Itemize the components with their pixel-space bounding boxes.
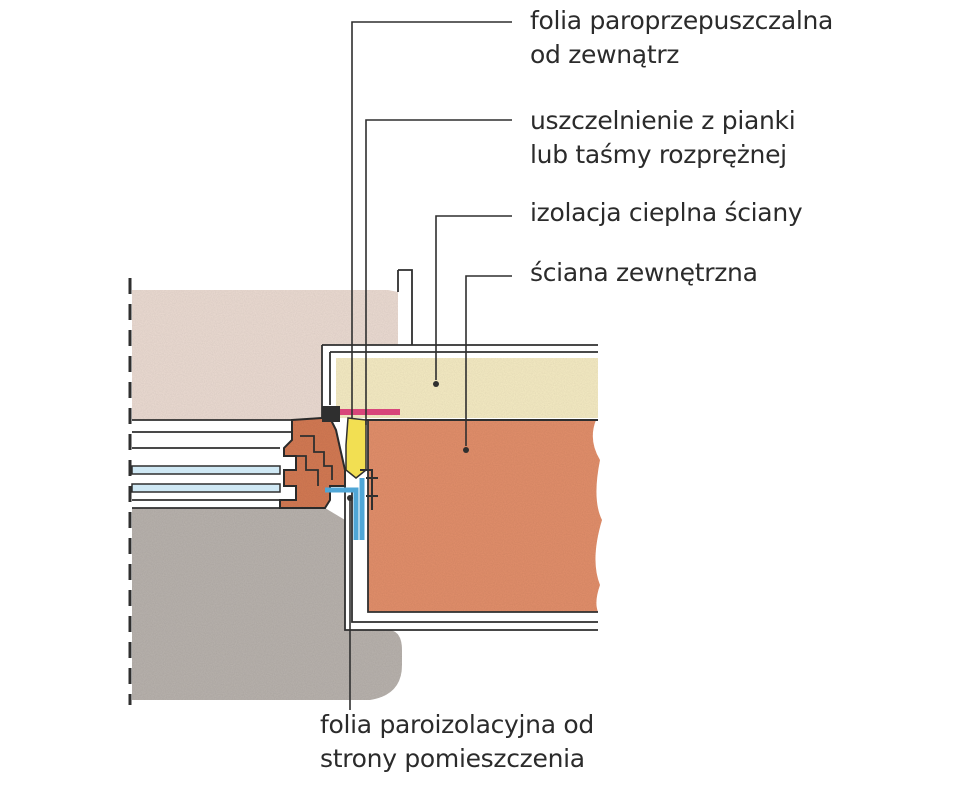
leader-permeable-foil (351, 21, 512, 418)
window-sash-lines (132, 419, 325, 509)
leader-insulation (435, 215, 512, 380)
fixing-anchor (360, 469, 378, 510)
window-frame-profile (279, 417, 346, 509)
label-line: lub taśmy rozprężnej (530, 140, 787, 169)
vapour-barrier-foil (325, 478, 365, 540)
lower-wall-surface (132, 508, 402, 700)
frame-cap-dark (322, 406, 340, 422)
glass-pane-outer (131, 465, 281, 475)
label-line: strony pomieszczenia (320, 744, 585, 773)
upper-wall-surface (132, 290, 398, 420)
leader-foam-seal (365, 119, 512, 425)
label-line: izolacja cieplna ściany (530, 198, 803, 227)
label-vapour-permeable-foil: folia paroprzepuszczalna od zewnątrz (530, 4, 833, 72)
outer-render-lines (321, 269, 598, 418)
thermal-insulation-layer (336, 358, 598, 418)
label-wall-insulation: izolacja cieplna ściany (530, 196, 803, 230)
label-foam-seal: uszczelnienie z pianki lub taśmy rozpręż… (530, 104, 796, 172)
label-line: folia paroizolacyjna od (320, 710, 594, 739)
frame-inner-step-2 (296, 455, 319, 486)
label-external-wall: ściana zewnętrzna (530, 256, 758, 290)
interior-reveal-lines (344, 420, 598, 631)
label-line: ściana zewnętrzna (530, 258, 758, 287)
leader-dots (347, 381, 469, 501)
external-wall-block (368, 420, 602, 612)
frame-inner-step (300, 435, 333, 480)
label-vapour-barrier-foil: folia paroizolacyjna od strony pomieszcz… (320, 708, 594, 776)
label-line: od zewnątrz (530, 40, 680, 69)
leader-external-wall (465, 275, 512, 446)
leader-lines (349, 21, 512, 710)
glass-pane-inner (131, 483, 281, 493)
label-line: folia paroprzepuszczalna (530, 6, 834, 35)
label-line: uszczelnienie z pianki (530, 106, 796, 135)
